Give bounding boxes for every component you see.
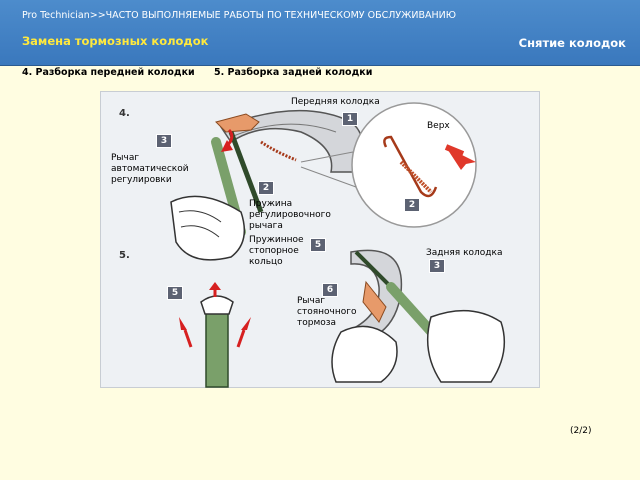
label-rear-shoe: Задняя колодка <box>426 248 503 258</box>
badge-6: 6 <box>322 283 338 297</box>
label-top: Верх <box>427 121 450 131</box>
step-5-heading: 5. Разборка задней колодки <box>214 67 373 78</box>
label-adjust-lever-spring: Пружина регулировочного рычага <box>249 199 331 231</box>
steps-line: 4. Разборка передней колодки 5. Разборка… <box>22 67 388 78</box>
label-retaining-ring: Пружинное стопорное кольцо <box>249 235 304 267</box>
badge-5-lower: 5 <box>167 286 183 300</box>
label-front-shoe: Передняя колодка <box>291 97 380 107</box>
page-title: Замена тормозных колодок <box>22 34 209 48</box>
illustration-panel: 4. 5. Передняя колодка Верх Рычаг автома… <box>100 91 540 388</box>
badge-5: 5 <box>310 238 326 252</box>
page-indicator: (2/2) <box>570 426 592 436</box>
badge-3-lower: 3 <box>429 259 445 273</box>
badge-2: 2 <box>258 181 274 195</box>
header-bar: Pro Technician>>ЧАСТО ВЫПОЛНЯЕМЫЕ РАБОТЫ… <box>0 0 640 66</box>
step-4-heading: 4. Разборка передней колодки <box>22 67 195 78</box>
badge-2-callout: 2 <box>404 198 420 212</box>
breadcrumb: Pro Technician>>ЧАСТО ВЫПОЛНЯЕМЫЕ РАБОТЫ… <box>22 10 457 21</box>
step-4-marker: 4. <box>119 108 130 119</box>
label-parking-brake-lever: Рычаг стояночного тормоза <box>297 296 357 328</box>
step-5-marker: 5. <box>119 250 130 261</box>
illustration-drawing <box>170 102 506 388</box>
section-title: Снятие колодок <box>518 36 626 50</box>
label-auto-adjust-lever: Рычаг автоматической регулировки <box>111 153 189 185</box>
badge-1: 1 <box>342 112 358 126</box>
badge-3: 3 <box>156 134 172 148</box>
